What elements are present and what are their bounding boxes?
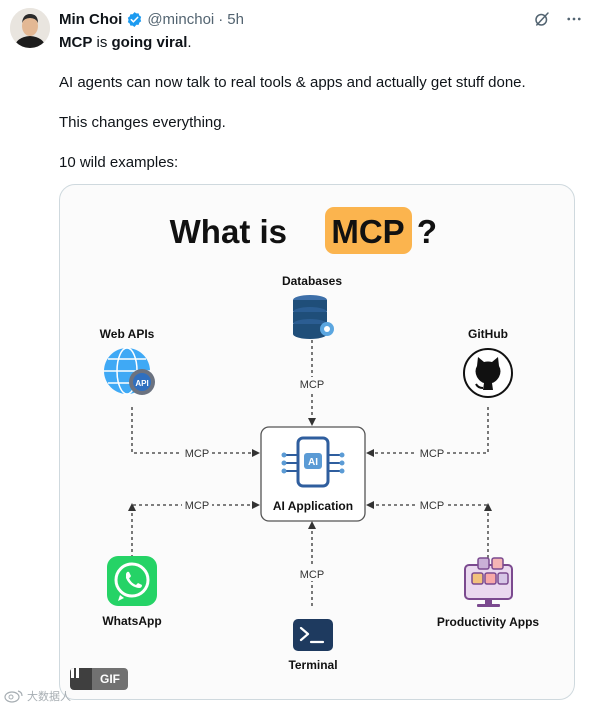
edge-label-github: MCP: [420, 448, 444, 460]
github-node: GitHub: [463, 327, 513, 398]
edge-label-terminal: MCP: [300, 569, 324, 581]
edge-label-databases: MCP: [300, 379, 324, 391]
whatsapp-label: WhatsApp: [102, 614, 161, 628]
weibo-logo-icon: [4, 690, 23, 703]
productivity-node: Productivity Apps: [437, 557, 540, 629]
productivity-apps-icon: [464, 557, 513, 607]
watermark: 大数据人: [4, 688, 71, 704]
pause-button[interactable]: [70, 668, 92, 690]
title-highlight: MCP: [331, 213, 404, 250]
web-apis-label: Web APIs: [100, 327, 155, 341]
edge-label-whatsapp: MCP: [185, 500, 209, 512]
github-icon: [463, 348, 513, 398]
terminal-icon: [293, 619, 333, 651]
gif-badge: GIF: [92, 668, 128, 690]
title-highlight-box: [325, 207, 412, 254]
ai-application-label: AI Application: [273, 499, 353, 513]
grok-icon[interactable]: [533, 10, 551, 28]
whatsapp-node: WhatsApp: [102, 556, 162, 628]
tweet-header: Min Choi @minchoi · 5h: [59, 9, 583, 29]
databases-node: Databases: [282, 274, 342, 339]
avatar-image: [10, 8, 50, 48]
pause-icon: [71, 668, 79, 678]
globe-api-icon: API: [104, 347, 155, 395]
whatsapp-icon: [107, 556, 157, 606]
terminal-node: Terminal: [288, 619, 338, 672]
ai-badge: AI: [308, 457, 318, 468]
tweet-line-2: AI agents can now talk to real tools & a…: [59, 74, 526, 91]
tweet-text: MCP is going viral. AI agents can now ta…: [59, 33, 579, 193]
title-prefix: What is: [170, 213, 287, 250]
header-actions: [533, 10, 583, 28]
tweet-line-4: 10 wild examples:: [59, 154, 179, 171]
gif-control: GIF: [70, 668, 128, 690]
timestamp[interactable]: 5h: [227, 10, 244, 28]
mcp-diagram: What is MCP ? MCP: [100, 207, 540, 672]
ai-application-node: AI AI Application: [260, 426, 366, 522]
more-options-icon[interactable]: [565, 10, 583, 28]
watermark-text: 大数据人: [27, 691, 71, 703]
author-name[interactable]: Min Choi: [59, 10, 123, 28]
productivity-label: Productivity Apps: [437, 615, 540, 629]
connectors: [131, 340, 489, 608]
diagram-title: What is MCP ?: [170, 207, 437, 254]
edge-label-web-apis: MCP: [185, 448, 209, 460]
github-label: GitHub: [468, 327, 508, 341]
tweet-line-1: MCP is going viral.: [59, 34, 192, 51]
terminal-label: Terminal: [288, 658, 337, 672]
api-badge: API: [135, 379, 148, 388]
avatar[interactable]: [10, 8, 50, 48]
edge-label-productivity: MCP: [420, 500, 444, 512]
separator-dot: ·: [218, 10, 224, 28]
author-handle[interactable]: @minchoi: [147, 10, 215, 28]
connector-arrows: [128, 418, 492, 529]
verified-badge-icon: [126, 11, 143, 28]
web-apis-node: Web APIs API: [100, 327, 155, 395]
databases-label: Databases: [282, 274, 342, 288]
tweet-line-3: This changes everything.: [59, 114, 226, 131]
media-card[interactable]: What is MCP ? MCP: [59, 184, 575, 700]
ai-chip-icon: AI: [281, 436, 345, 488]
database-icon: [293, 295, 334, 339]
title-suffix: ?: [417, 213, 437, 250]
